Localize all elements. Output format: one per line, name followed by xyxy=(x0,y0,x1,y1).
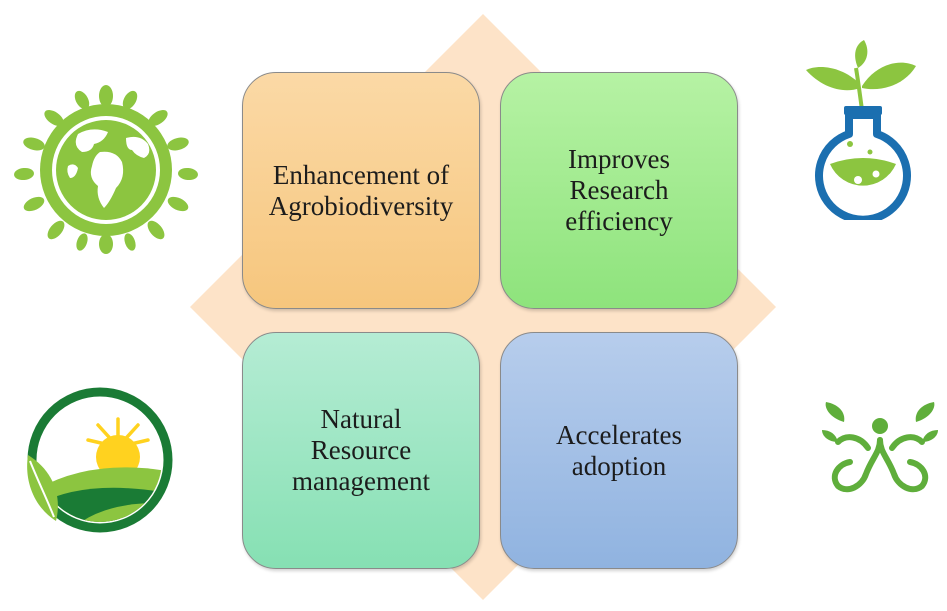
quadrant-enhancement-agrobiodiversity: Enhancement of Agrobiodiversity xyxy=(242,72,480,309)
quadrant-improves-research-efficiency: Improves Research efficiency xyxy=(500,72,738,309)
quadrant-natural-resource-management: Natural Resource management xyxy=(242,332,480,569)
quadrant-label: Enhancement of Agrobiodiversity xyxy=(268,159,454,221)
quadrant-label: Natural Resource management xyxy=(292,404,430,496)
sun-over-fields-icon xyxy=(27,387,173,533)
quadrant-accelerates-adoption: Accelerates adoption xyxy=(500,332,738,569)
plant-flask-icon xyxy=(806,40,916,220)
quadrant-label: Accelerates adoption xyxy=(556,419,682,481)
quadrant-label: Improves Research efficiency xyxy=(565,144,673,236)
globe-with-leaves-icon xyxy=(14,85,198,254)
sprout-figure-icon xyxy=(822,402,938,493)
